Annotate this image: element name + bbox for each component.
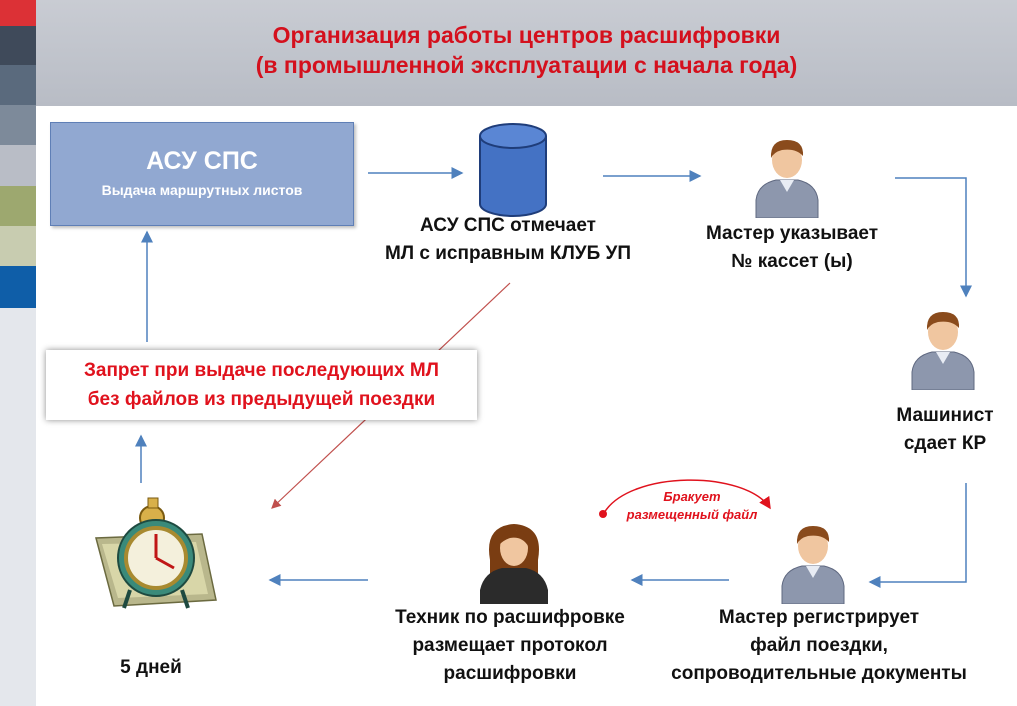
stripe [0,145,36,186]
technician-line-3: расшифровки [443,663,577,684]
woman-icon [480,524,548,604]
stripe [0,308,36,706]
page-title: Организация работы центров расшифровки (… [36,20,1017,80]
title-line-2: (в промышленной эксплуатации с начала го… [255,52,798,78]
man-icon [781,526,845,604]
asu-sps-box: АСУ СПС Выдача маршрутных листов [50,122,354,226]
stripe [0,186,36,226]
title-bar [36,0,1017,106]
stripe [0,226,36,266]
alarm-clock-icon [95,497,217,609]
master-indicates-line-1: Мастер указывает [705,223,879,244]
timer-label: 5 дней [120,657,182,678]
title-line-1: Организация работы центров расшифровки [272,22,781,48]
asu-sps-title: АСУ СПС [146,147,258,175]
reject-note: Бракует размещенный файл [612,488,772,524]
ban-box: Запрет при выдаче последующих МЛ без фай… [46,350,477,420]
driver-line-2: сдает КР [903,433,987,454]
master-registers-label: Мастер регистрирует файл поездки, сопров… [644,604,994,688]
master-indicates-label: Мастер указывает № кассет (ы) [672,220,912,276]
stripe [0,0,36,26]
arrow-driver-to-registrar [868,483,967,588]
reject-line-2: размещенный файл [626,507,758,522]
ban-line-1: Запрет при выдаче последующих МЛ [83,360,440,381]
arrow-master-to-driver [895,177,972,298]
technician-label: Техник по расшифровке размещает протокол… [370,604,650,688]
db-label: АСУ СПС отмечает МЛ с исправным КЛУБ УП [358,212,658,268]
master-indicates-line-2: № кассет (ы) [731,251,853,272]
stripe [0,266,36,308]
technician-line-2: размещает протокол [412,635,608,656]
reject-line-1: Бракует [663,489,721,504]
arrow-reject [603,479,771,514]
db-label-line-2: МЛ с исправным КЛУБ УП [384,243,632,264]
stripe [0,65,36,105]
stripe [0,105,36,145]
ban-line-2: без файлов из предыдущей поездки [87,389,436,410]
master-registers-line-3: сопроводительные документы [671,663,967,684]
master-registers-line-2: файл поездки, [750,635,888,656]
technician-line-1: Техник по расшифровке [395,607,625,628]
asu-sps-subtitle: Выдача маршрутных листов [101,182,303,198]
reject-dot [599,510,607,518]
database-icon [479,123,547,217]
driver-label: Машинист сдает КР [870,402,1017,458]
stripe [0,26,36,65]
man-icon [755,140,819,218]
driver-line-1: Машинист [896,405,994,426]
master-registers-line-1: Мастер регистрирует [718,607,920,628]
db-label-line-1: АСУ СПС отмечает [419,215,596,236]
man-icon [911,312,975,390]
